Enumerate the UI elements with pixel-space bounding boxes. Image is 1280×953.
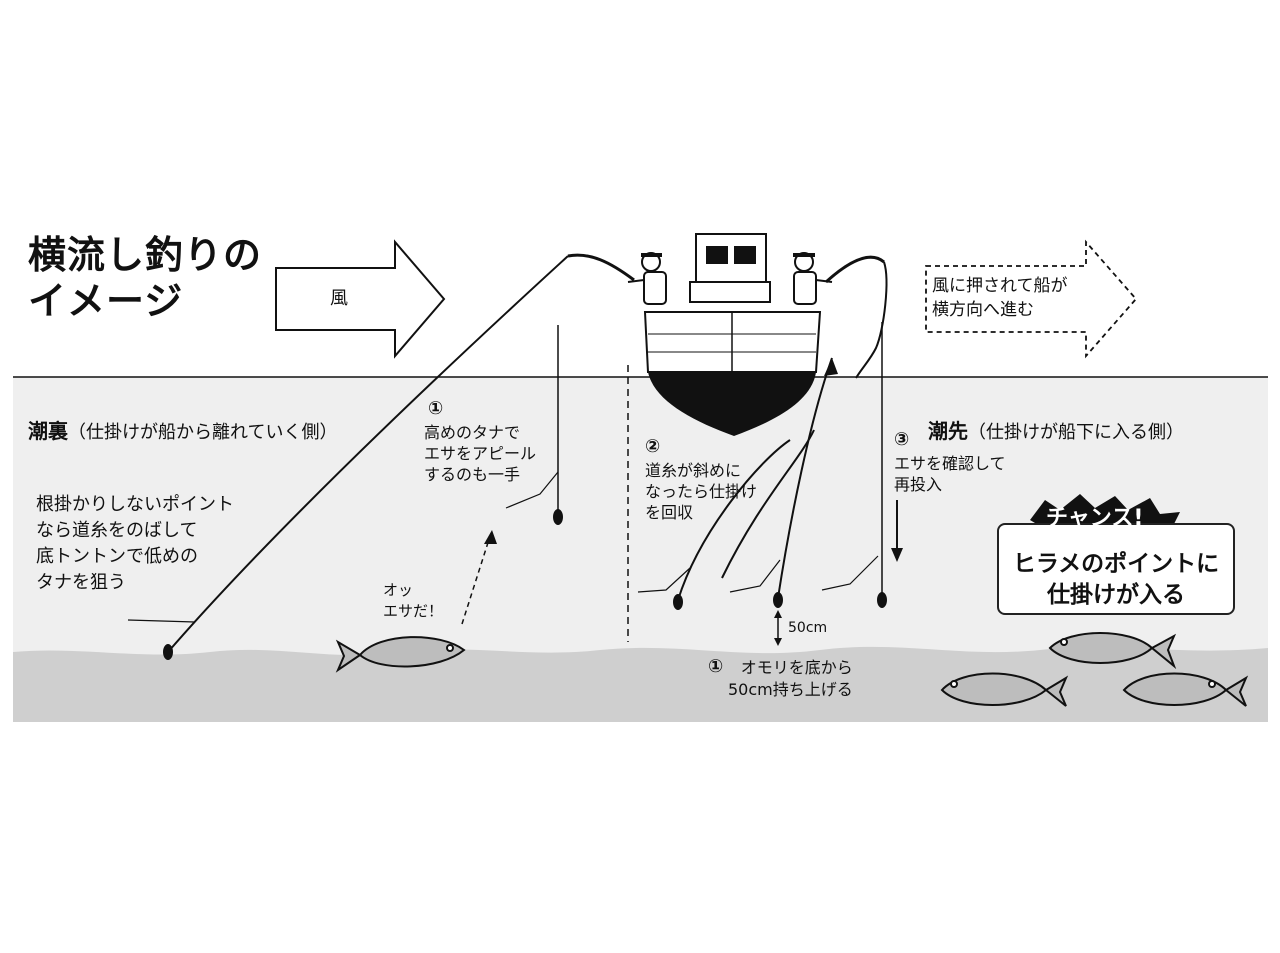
retrieve-arrowhead: [824, 358, 838, 376]
drift-arrow: [925, 239, 1138, 359]
flounder-icon: [1048, 632, 1177, 670]
fish-reaction-note: オッ エサだ！: [383, 581, 444, 620]
step1-bottom-note: オモリを底から 50cm持ち上げる: [728, 658, 853, 699]
angler-right: [793, 252, 833, 305]
diagram-title: 横流し釣りの イメージ: [28, 233, 263, 323]
boat: [643, 233, 822, 436]
step1-high-num: ①: [428, 398, 444, 419]
region-left-lead: 潮裏: [28, 418, 68, 443]
sinker-icon: [163, 509, 887, 660]
flounder-icon: [940, 672, 1069, 707]
region-right-lead: 潮先: [928, 418, 968, 443]
chance-badge: チャンス!: [1046, 506, 1144, 531]
bottom-tip-note: 根掛かりしないポイント なら道糸をのばして 底トントンで低めの タナを狙う: [36, 494, 234, 593]
gap-label: 50cm: [788, 620, 828, 636]
flounder-icon: [335, 636, 466, 673]
region-right-label: 潮先（仕掛けが船下に入る側）: [928, 396, 1184, 444]
drift-label: 風に押されて船が 横方向へ進む: [932, 276, 1068, 320]
seabed: [13, 646, 1268, 722]
wind-arrow: [275, 239, 446, 359]
chance-box: ヒラメのポイントに 仕掛けが入る: [997, 523, 1235, 615]
boat-hull: [648, 372, 816, 436]
region-left-detail: （仕掛けが船から離れていく側）: [68, 421, 338, 443]
long-line-left: [167, 255, 569, 653]
rod-left: [567, 253, 635, 282]
rod-right: [824, 255, 885, 284]
leader-lines: [127, 471, 879, 623]
angler-left: [627, 252, 667, 305]
step1-bottom-num: ①: [708, 656, 724, 677]
flounder-icon: [1122, 672, 1249, 707]
step2-num: ②: [645, 436, 661, 457]
step2-note: 道糸が斜めに なったら仕掛け を回収: [645, 461, 758, 522]
retrieve-lines: [677, 357, 833, 601]
step1-high-note: 高めのタナで エサをアピール するのも一手: [424, 423, 537, 484]
step3-num: ③: [894, 429, 910, 450]
line-right-hook: [855, 261, 888, 379]
wind-label: 風: [330, 288, 348, 309]
step3-note: エサを確認して 再投入: [894, 454, 1006, 494]
region-left-label: 潮裏（仕掛けが船から離れていく側）: [28, 396, 337, 444]
fish-up-arrow: [461, 529, 493, 625]
region-right-detail: （仕掛けが船下に入る側）: [968, 421, 1184, 443]
